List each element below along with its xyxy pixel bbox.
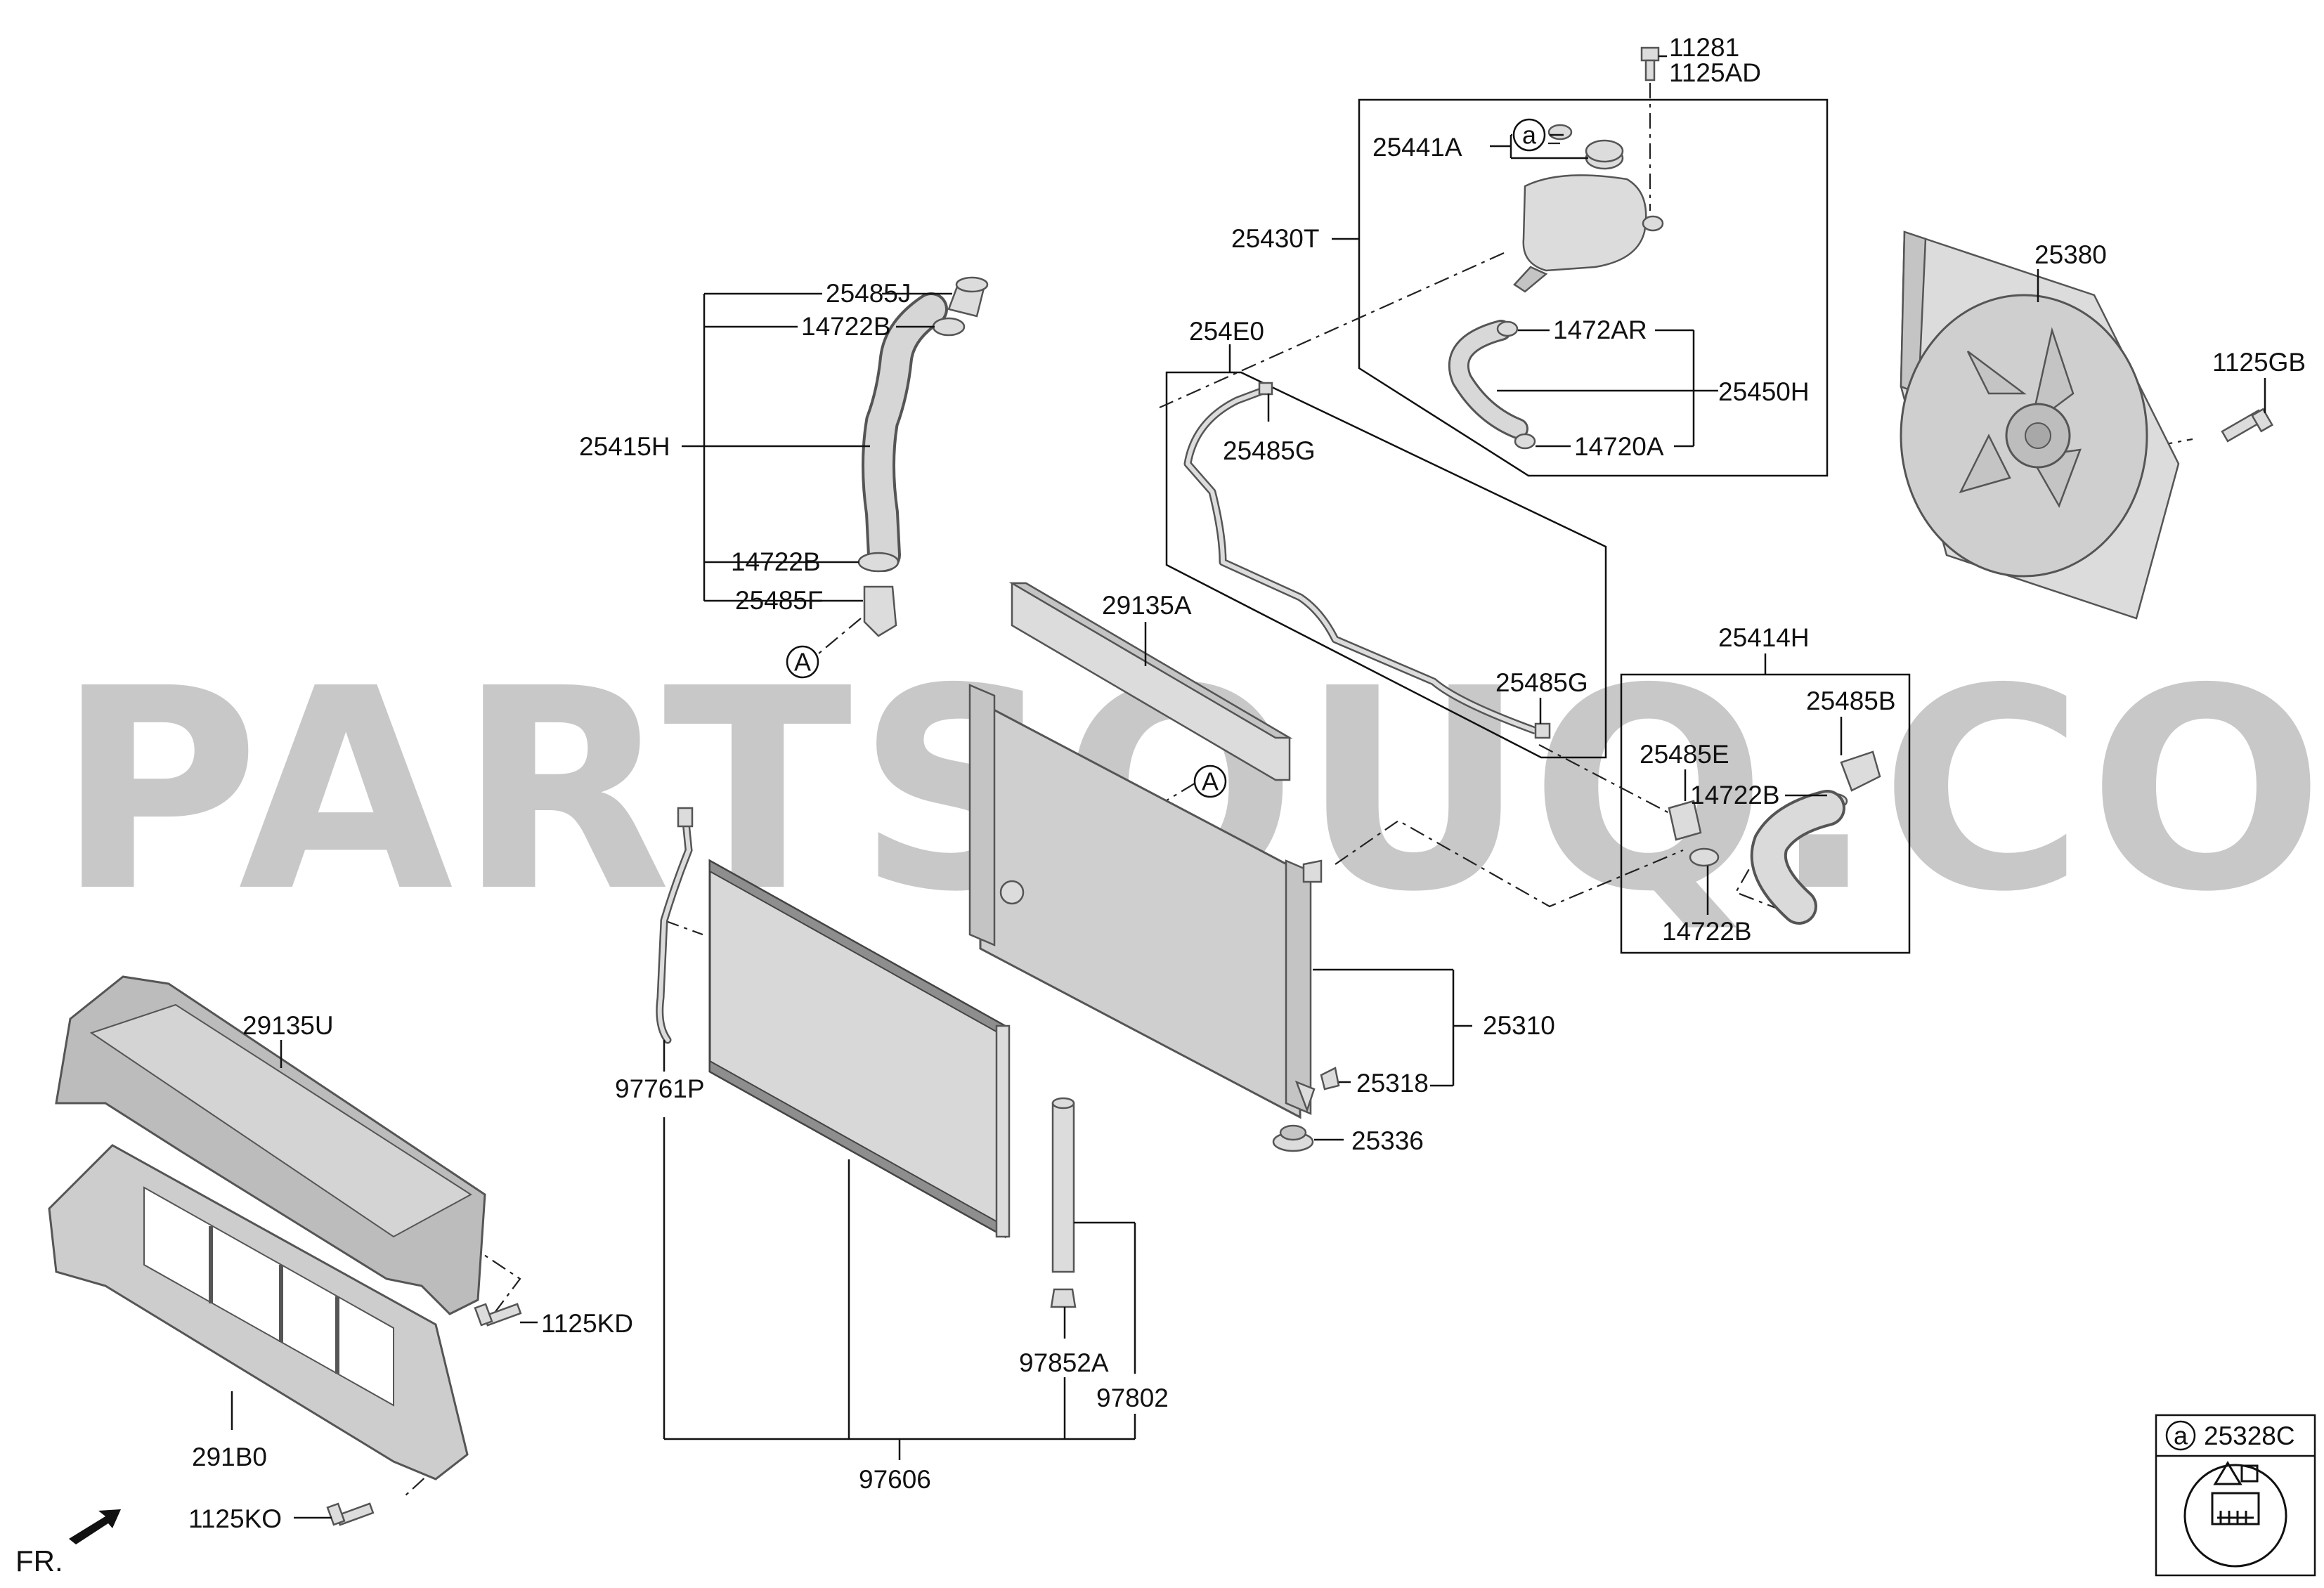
label-1125AD: 1125AD: [1669, 58, 1761, 87]
svg-text:A: A: [1202, 767, 1219, 796]
label-25414H: 25414H: [1718, 623, 1810, 652]
bolt-11281-drawing: [1640, 46, 1660, 82]
label-25415H: 25415H: [579, 432, 670, 461]
label-14722B-r1: 14722B: [1690, 781, 1780, 809]
mount-25336-drawing: [1272, 1124, 1314, 1152]
label-97606: 97606: [859, 1465, 931, 1494]
expansion-tank-drawing: [1513, 124, 1664, 293]
label-25450H: 25450H: [1718, 377, 1810, 406]
fan-shroud-drawing: [1900, 230, 2180, 620]
label-97761P: 97761P: [615, 1074, 705, 1103]
label-14722B-r2: 14722B: [1662, 917, 1752, 946]
label-29135U: 29135U: [242, 1011, 334, 1040]
front-arrow-icon: [69, 1509, 121, 1544]
label-14722B-top: 14722B: [801, 312, 891, 341]
label-25485B: 25485B: [1806, 686, 1896, 715]
label-25485J: 25485J: [826, 279, 911, 308]
warning-label-icon: [2183, 1461, 2287, 1568]
drain-plug-drawing: [1320, 1067, 1340, 1091]
lower-frame-drawing: [48, 1144, 469, 1480]
bolt-1125KD-drawing: [474, 1303, 522, 1327]
orientation-label: FR.: [15, 1544, 63, 1577]
legend-part-number: 25328C: [2204, 1421, 2295, 1450]
label-1472AR: 1472AR: [1553, 315, 1647, 344]
label-97802: 97802: [1096, 1384, 1169, 1412]
radiator-drawing: [968, 684, 1323, 1119]
label-1125KO: 1125KO: [188, 1504, 282, 1533]
air-guard-drawing: [1008, 582, 1293, 781]
reservoir-group-box: [1358, 98, 1829, 477]
upper-hose-drawing: [857, 276, 989, 637]
label-11281: 11281: [1669, 33, 1739, 62]
label-25310: 25310: [1483, 1011, 1555, 1040]
svg-text:A: A: [794, 648, 811, 677]
ref-mark-A-left: A: [786, 645, 819, 679]
leader-lines: [231, 55, 2266, 1519]
label-14720A: 14720A: [1574, 432, 1664, 461]
reservoir-hose-drawing: [1448, 320, 1536, 450]
label-1125KD: 1125KD: [541, 1309, 633, 1338]
label-25430T: 25430T: [1231, 224, 1320, 253]
label-29135A: 29135A: [1102, 591, 1192, 620]
lower-hose-drawing: [1668, 750, 1881, 925]
part-labels: 11281 1125AD 25441A 25430T 1472AR 25450H…: [188, 33, 2306, 1533]
label-25336: 25336: [1351, 1126, 1424, 1155]
bolt-1125GB-drawing: [2221, 408, 2274, 443]
ref-mark-a-cap: a: [1512, 118, 1546, 152]
label-291B0: 291B0: [192, 1443, 267, 1471]
upper-shroud-drawing: [55, 975, 486, 1315]
receiver-drier-drawing: [1050, 1097, 1077, 1308]
label-1125GB: 1125GB: [2212, 348, 2306, 377]
label-25485E: 25485E: [1640, 740, 1729, 769]
pipe-group-box: [1165, 371, 1607, 759]
legend-callout: a: [2165, 1420, 2196, 1451]
label-25485G-top: 25485G: [1223, 436, 1316, 465]
ac-pipe-drawing: [656, 807, 694, 1044]
legend-box: [2155, 1414, 2316, 1577]
svg-text:a: a: [1522, 121, 1537, 150]
bolt-1125KO-drawing: [326, 1502, 375, 1526]
label-25485F: 25485F: [735, 586, 824, 615]
ref-mark-A-radiator: A: [1193, 764, 1227, 798]
coolant-pipe-drawing: [1183, 382, 1551, 739]
condenser-drawing: [708, 859, 1011, 1239]
label-25380: 25380: [2034, 240, 2107, 269]
label-97852A: 97852A: [1019, 1348, 1109, 1377]
label-254E0: 254E0: [1189, 317, 1264, 346]
label-14722B-mid: 14722B: [731, 547, 821, 576]
label-25485G-low: 25485G: [1495, 668, 1588, 697]
svg-text:a: a: [2174, 1421, 2188, 1450]
label-25318: 25318: [1356, 1069, 1429, 1098]
label-25441A: 25441A: [1372, 133, 1462, 162]
